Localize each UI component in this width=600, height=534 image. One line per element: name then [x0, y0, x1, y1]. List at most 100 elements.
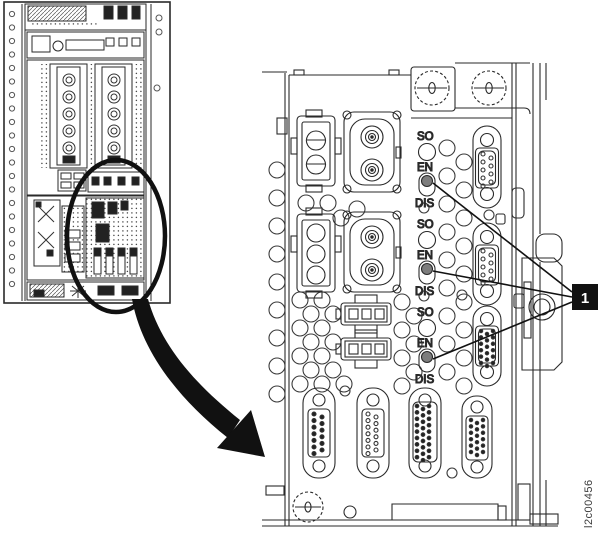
- connector-pin: [311, 437, 317, 443]
- connector-pin: [365, 431, 371, 437]
- vent-hole: [302, 333, 320, 351]
- machine-card-cage: [26, 59, 145, 196]
- rail-hole: [8, 105, 16, 112]
- connector-pin: [426, 429, 432, 434]
- vent-hole: [438, 307, 456, 325]
- card-connector: [110, 93, 118, 101]
- mini-power-connector-2: [335, 329, 392, 369]
- connector-pin: [414, 416, 420, 422]
- connector-pin: [480, 449, 486, 455]
- switch-slot: [418, 260, 436, 285]
- vent-hole: [393, 377, 411, 395]
- callout-line-2: [432, 270, 573, 298]
- connector-pin: [414, 435, 420, 441]
- card-connector: [110, 127, 118, 135]
- connector-pin: [480, 264, 486, 270]
- vent-hole: [268, 329, 286, 347]
- card-connector: [107, 141, 121, 155]
- connector-pin: [426, 454, 432, 460]
- connector-pin: [365, 424, 371, 430]
- connector-pin: [478, 354, 484, 359]
- connector-pin: [319, 447, 325, 453]
- serial-port-1: [472, 125, 502, 209]
- connector-pin: [373, 440, 379, 446]
- connector-pin: [474, 420, 480, 426]
- connector-pin: [468, 430, 474, 436]
- connector-pin: [480, 248, 486, 254]
- connector-pin: [414, 442, 420, 447]
- vent-hole: [291, 375, 309, 393]
- connector-pin: [488, 163, 494, 169]
- vent-hole: [418, 290, 430, 302]
- rail-hole: [8, 186, 16, 193]
- switch-hole: [417, 230, 437, 250]
- card-connector: [65, 76, 73, 84]
- connector-pin: [373, 427, 379, 433]
- vent-hole: [455, 265, 473, 283]
- connector-pin: [426, 410, 432, 415]
- power-connector-2: [290, 207, 342, 299]
- connector-pin: [365, 451, 371, 457]
- vent-hole: [268, 245, 286, 263]
- connector-pin: [478, 360, 484, 366]
- connector-pin: [365, 444, 371, 450]
- vent-hole: [446, 467, 458, 479]
- connector-pin: [488, 276, 494, 282]
- dis-label: DIS: [415, 374, 435, 386]
- vent-hole: [455, 321, 473, 339]
- connector-pin: [426, 422, 432, 428]
- connector-pin: [480, 417, 486, 423]
- card-connector: [107, 73, 121, 87]
- connector-pin: [478, 347, 484, 353]
- rail-hole: [8, 78, 16, 85]
- rail-hole: [8, 213, 16, 220]
- rail-hole: [8, 253, 16, 261]
- connector-pin: [490, 328, 496, 334]
- connector-pin: [490, 360, 496, 366]
- connector-pin: [311, 431, 317, 437]
- vent-hole: [455, 377, 473, 395]
- connector-pin: [480, 424, 486, 429]
- switch-slot: [418, 348, 436, 373]
- vent-hole: [268, 161, 286, 179]
- switch-hole: [417, 318, 437, 338]
- vent-hole: [319, 194, 337, 212]
- rail-hole: [8, 118, 16, 126]
- magnifier-circle-icon: [64, 157, 168, 315]
- vent-hole: [268, 189, 286, 207]
- connector-pin: [478, 341, 484, 347]
- card-connector: [110, 110, 118, 118]
- vent-hole: [302, 361, 320, 379]
- thumbscrew-1: [414, 70, 450, 106]
- machine-bottom-strip: [26, 281, 145, 301]
- rail-hole: [8, 240, 16, 247]
- rail-hole: [8, 51, 16, 58]
- rail-hole: [8, 172, 16, 180]
- connector-pin: [373, 414, 379, 420]
- connector-pin: [420, 438, 426, 444]
- en-label: EN: [417, 250, 433, 262]
- dsub-port-1: [302, 387, 336, 479]
- connector-pin: [488, 171, 494, 177]
- vent-hole: [455, 181, 473, 199]
- zoom-arrow-icon: [132, 299, 265, 457]
- connector-pin: [480, 443, 486, 448]
- dsub-port-3: [408, 387, 442, 479]
- connector-pin: [480, 183, 486, 189]
- connector-pin: [474, 439, 480, 445]
- vent-hole: [455, 349, 473, 367]
- vent-hole: [456, 289, 468, 301]
- vent-hole: [302, 305, 320, 323]
- connector-pin: [319, 427, 325, 433]
- connector-pin: [484, 350, 490, 356]
- callout-line-1: [432, 182, 573, 293]
- vent-hole: [405, 363, 423, 381]
- machine-frame: [3, 1, 171, 304]
- dsub-port-4: [461, 395, 493, 479]
- vent-hole: [291, 347, 309, 365]
- vent-hole: [405, 335, 423, 353]
- connector-pin: [319, 440, 325, 446]
- so-label: SO: [417, 219, 434, 231]
